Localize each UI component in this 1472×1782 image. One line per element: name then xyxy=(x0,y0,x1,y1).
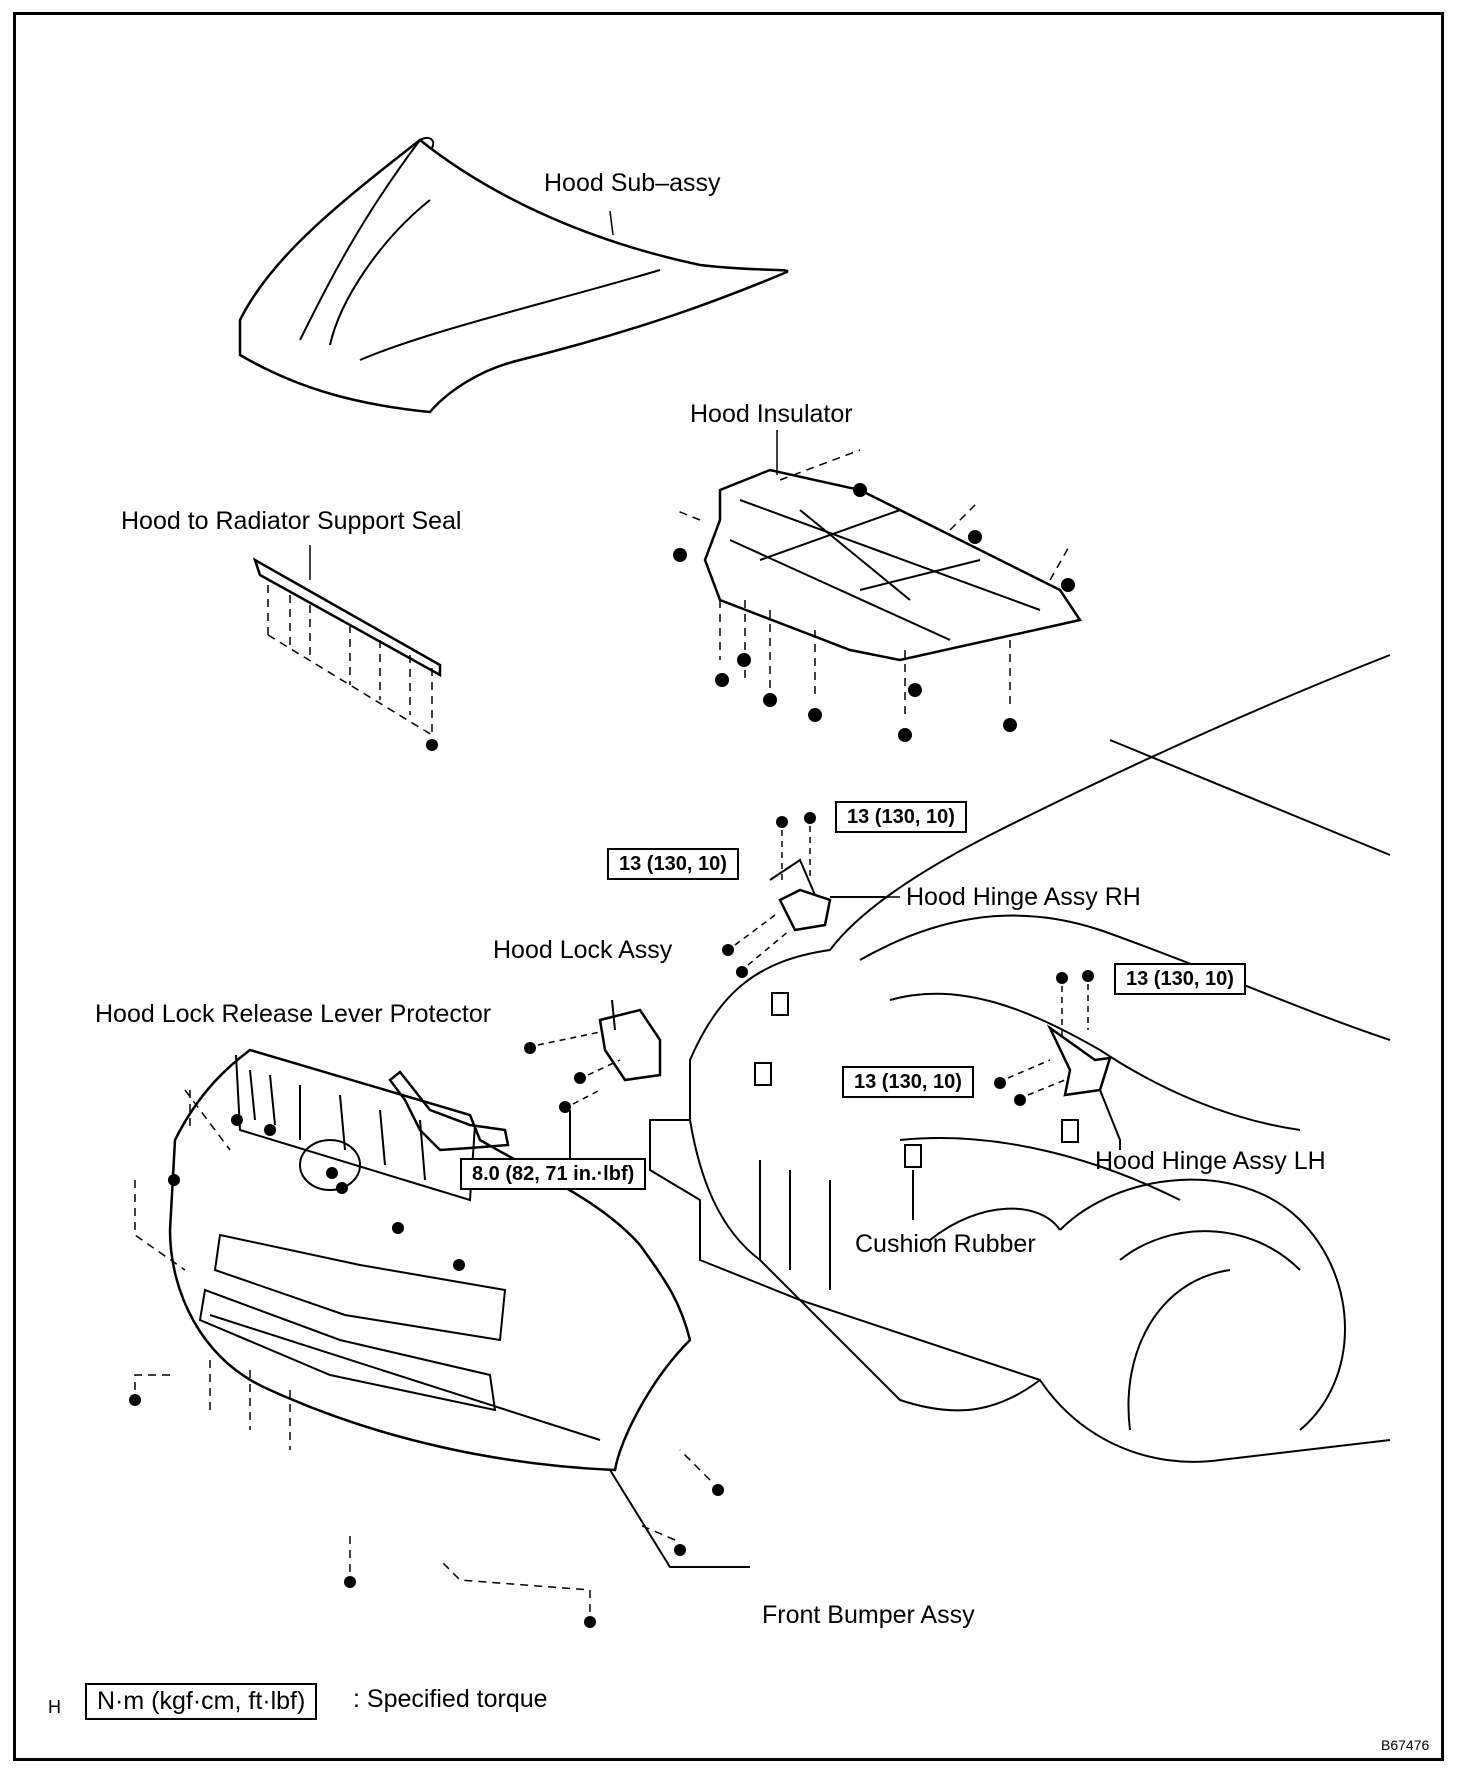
hood-hinge-lh-drawing xyxy=(994,970,1121,1150)
leader-lines xyxy=(309,210,900,898)
legend-prefix: H xyxy=(48,1697,61,1717)
figure-id: B67476 xyxy=(1381,1737,1430,1753)
torque-hinge-rh-top: 13 (130, 10) xyxy=(835,801,967,833)
torque-hinge-lh-side: 13 (130, 10) xyxy=(842,1066,974,1098)
label-hood-hinge-assy-rh: Hood Hinge Assy RH xyxy=(906,883,1141,911)
label-hood-sub-assy: Hood Sub–assy xyxy=(544,169,721,197)
label-hood-insulator: Hood Insulator xyxy=(690,400,853,428)
vehicle-body-drawing xyxy=(649,654,1391,1463)
label-front-bumper-assy: Front Bumper Assy xyxy=(762,1601,975,1629)
torque-hood-lock: 8.0 (82, 71 in.·lbf) xyxy=(460,1158,647,1190)
front-bumper-drawing xyxy=(129,1048,750,1628)
hood-hinge-rh-drawing xyxy=(722,812,885,978)
label-hood-lock-release-lever-protector: Hood Lock Release Lever Protector xyxy=(95,1000,492,1028)
legend-unit-box: N·m (kgf·cm, ft·lbf) xyxy=(85,1683,318,1720)
label-hood-hinge-assy-lh: Hood Hinge Assy LH xyxy=(1095,1147,1326,1175)
legend-description: : Specified torque xyxy=(353,1685,548,1713)
torque-hinge-rh-side: 13 (130, 10) xyxy=(607,848,739,880)
hood-insulator-drawing xyxy=(673,449,1083,742)
label-cushion-rubber: Cushion Rubber xyxy=(855,1230,1036,1258)
hood-drawing xyxy=(238,137,789,414)
diagram-frame xyxy=(13,12,1444,1761)
torque-hinge-lh-top: 13 (130, 10) xyxy=(1114,963,1246,995)
cushion-rubber-drawing xyxy=(754,992,1079,1220)
lever-protector-drawing xyxy=(388,1070,510,1152)
hood-lock-drawing xyxy=(524,999,662,1160)
radiator-seal-drawing xyxy=(252,557,442,751)
label-hood-to-radiator-support-seal: Hood to Radiator Support Seal xyxy=(121,507,462,535)
label-hood-lock-assy: Hood Lock Assy xyxy=(493,936,673,964)
